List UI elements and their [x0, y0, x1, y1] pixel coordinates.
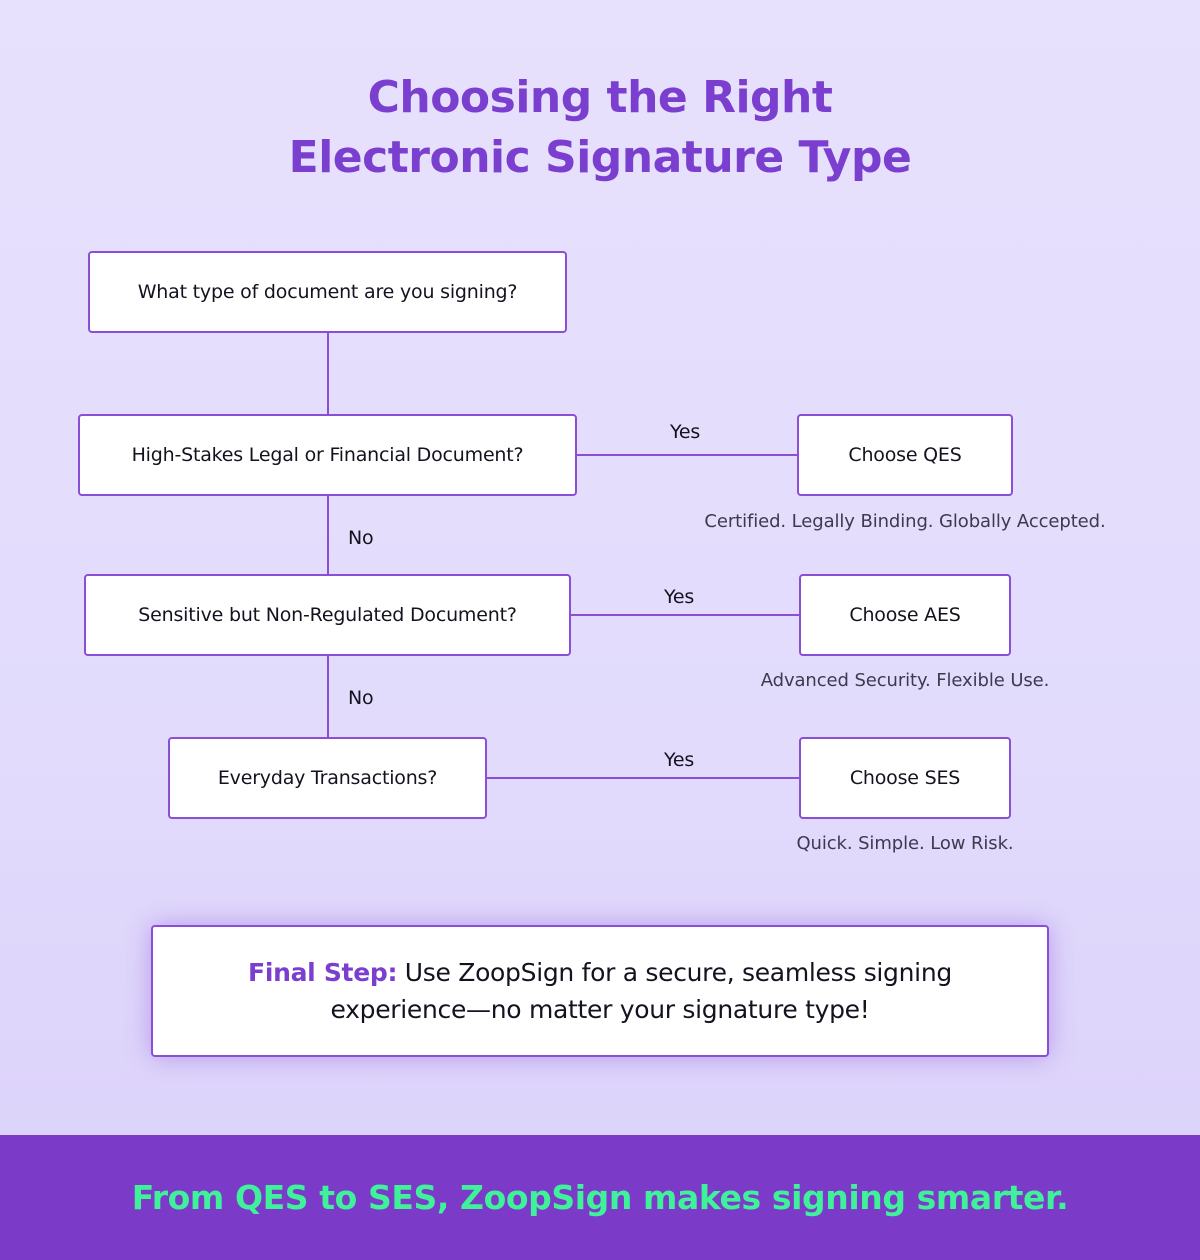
yes-label-qes: Yes — [670, 421, 701, 443]
connector-q1-to-q2 — [327, 496, 329, 574]
yes-label-ses: Yes — [664, 749, 695, 771]
result-text-qes: Choose QES — [848, 444, 962, 466]
no-label-1: No — [348, 527, 374, 549]
decision-box-everyday: Everyday Transactions? — [168, 737, 487, 819]
final-step-body: Use ZoopSign for a secure, seamless sign… — [330, 958, 953, 1024]
decision-box-sensitive: Sensitive but Non-Regulated Document? — [84, 574, 571, 656]
decision-box-high-stakes: High-Stakes Legal or Financial Document? — [78, 414, 577, 496]
caption-aes: Advanced Security. Flexible Use. — [760, 670, 1050, 691]
connector-q3-to-ses — [487, 777, 799, 779]
start-question-box: What type of document are you signing? — [88, 251, 567, 333]
caption-ses: Quick. Simple. Low Risk. — [796, 833, 1014, 854]
connector-q1-to-qes — [577, 454, 797, 456]
result-box-qes: Choose QES — [797, 414, 1013, 496]
result-box-ses: Choose SES — [799, 737, 1011, 819]
page-title-line-2: Electronic Signature Type — [288, 132, 912, 183]
connector-q2-to-aes — [571, 614, 799, 616]
result-text-aes: Choose AES — [849, 604, 961, 626]
yes-label-aes: Yes — [664, 586, 695, 608]
connector-start-to-q1 — [327, 333, 329, 414]
connector-q2-to-q3 — [327, 656, 329, 737]
footer-tagline: From QES to SES, ZoopSign makes signing … — [131, 1178, 1069, 1217]
result-box-aes: Choose AES — [799, 574, 1011, 656]
start-question-text: What type of document are you signing? — [137, 281, 518, 303]
result-text-ses: Choose SES — [849, 767, 961, 789]
no-label-2: No — [348, 687, 374, 709]
final-step-text: Final Step: Use ZoopSign for a secure, s… — [240, 954, 960, 1028]
footer-banner: From QES to SES, ZoopSign makes signing … — [0, 1135, 1200, 1260]
page-title-line-1: Choosing the Right — [367, 72, 833, 123]
decision-text-high-stakes: High-Stakes Legal or Financial Document? — [131, 444, 524, 466]
final-step-box: Final Step: Use ZoopSign for a secure, s… — [151, 925, 1049, 1057]
decision-text-everyday: Everyday Transactions? — [217, 767, 438, 789]
final-step-label: Final Step: — [248, 958, 398, 987]
decision-text-sensitive: Sensitive but Non-Regulated Document? — [138, 604, 517, 626]
caption-qes: Certified. Legally Binding. Globally Acc… — [704, 511, 1106, 532]
